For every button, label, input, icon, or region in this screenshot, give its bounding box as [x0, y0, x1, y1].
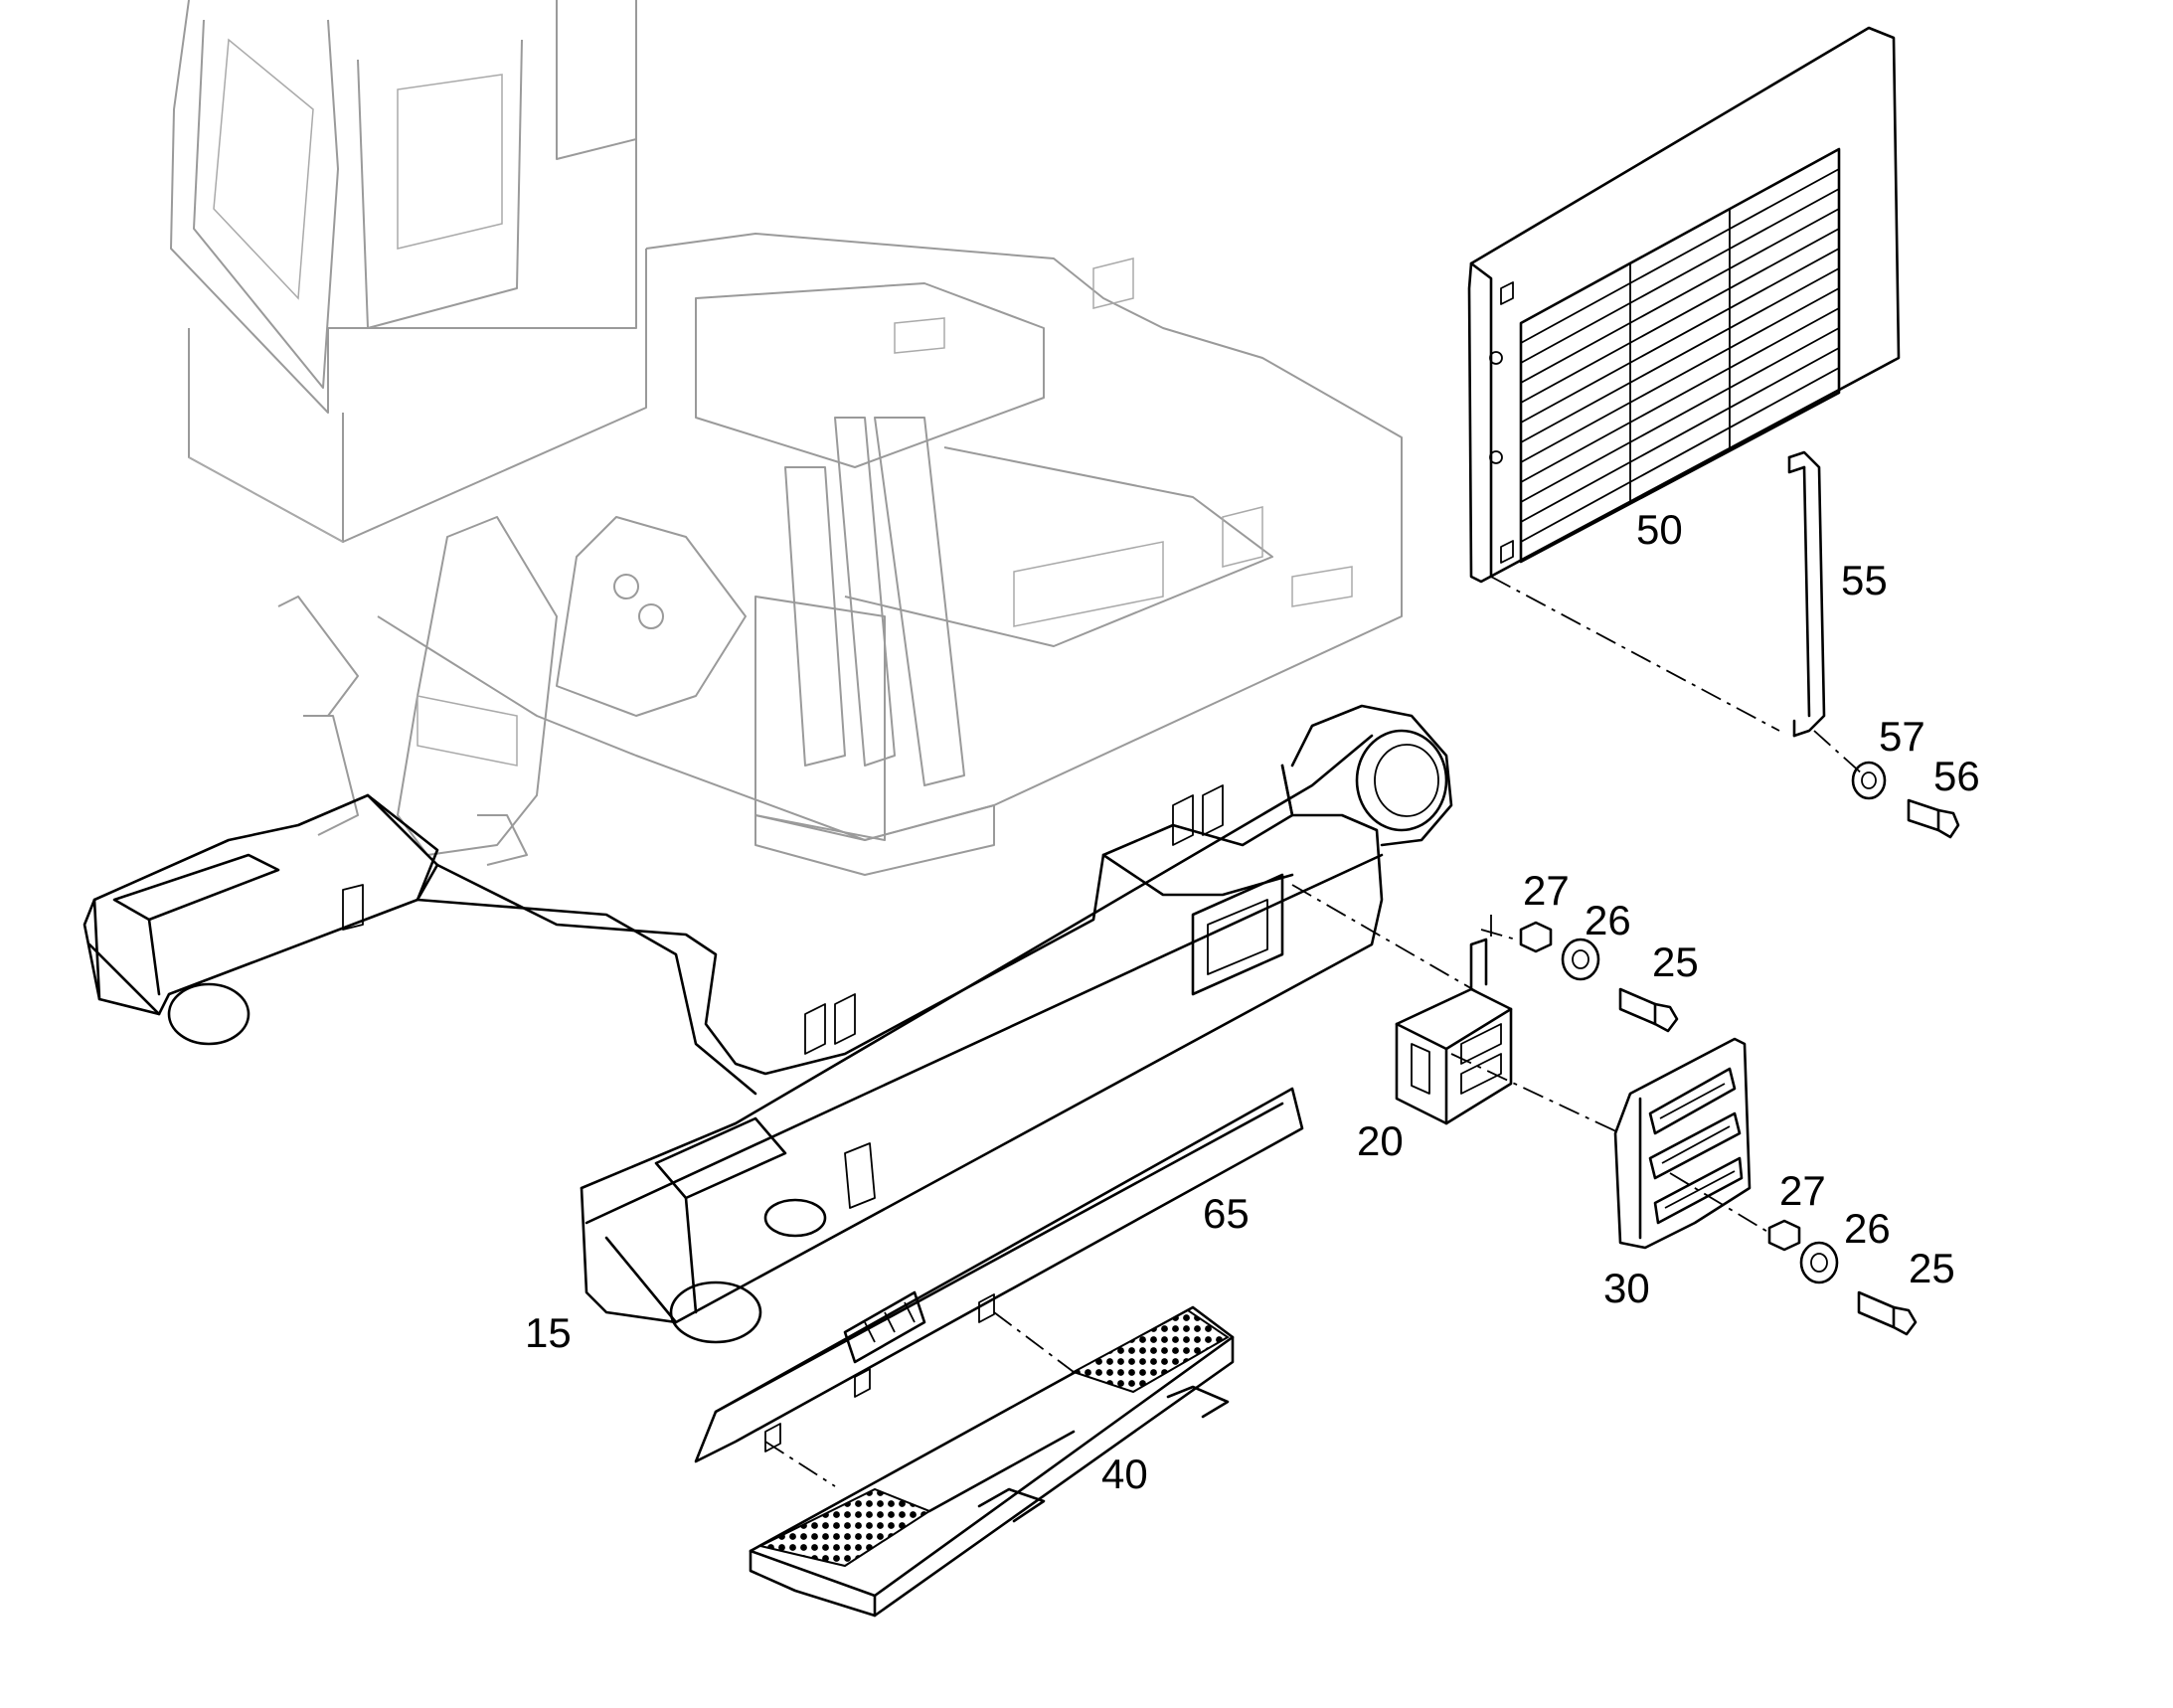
callout-40: 40 — [1101, 1451, 1148, 1497]
callout-25-upper: 25 — [1652, 939, 1699, 985]
part-15-undercarriage-frame — [83, 704, 1453, 1344]
part-callouts: 15 20 25 26 27 30 27 26 25 40 50 55 56 5… — [525, 506, 1980, 1497]
machine-background-ghost — [170, 0, 1403, 876]
part-30-step-ladder — [1613, 1037, 1752, 1250]
assembly-lines — [764, 576, 1865, 1487]
callout-50: 50 — [1636, 506, 1683, 553]
part-65-side-rail — [694, 1087, 1304, 1463]
callout-30: 30 — [1603, 1265, 1650, 1311]
callout-26-lower: 26 — [1844, 1205, 1891, 1252]
callout-27-lower: 27 — [1779, 1167, 1826, 1214]
callout-65: 65 — [1203, 1190, 1250, 1237]
callout-20: 20 — [1357, 1117, 1404, 1164]
callout-57: 57 — [1879, 713, 1925, 760]
callout-27-upper: 27 — [1523, 867, 1570, 914]
part-50-grille-panel — [1467, 26, 1901, 584]
part-20-bracket — [1395, 938, 1513, 1125]
callout-25-lower: 25 — [1909, 1245, 1955, 1291]
part-40-step-plate — [749, 1305, 1235, 1618]
hardware-fasteners — [1519, 761, 1960, 1336]
callout-56: 56 — [1933, 753, 1980, 799]
callout-26-upper: 26 — [1585, 897, 1631, 943]
callout-55: 55 — [1841, 557, 1888, 603]
part-55-handrail — [1787, 450, 1826, 738]
callout-15: 15 — [525, 1309, 572, 1356]
